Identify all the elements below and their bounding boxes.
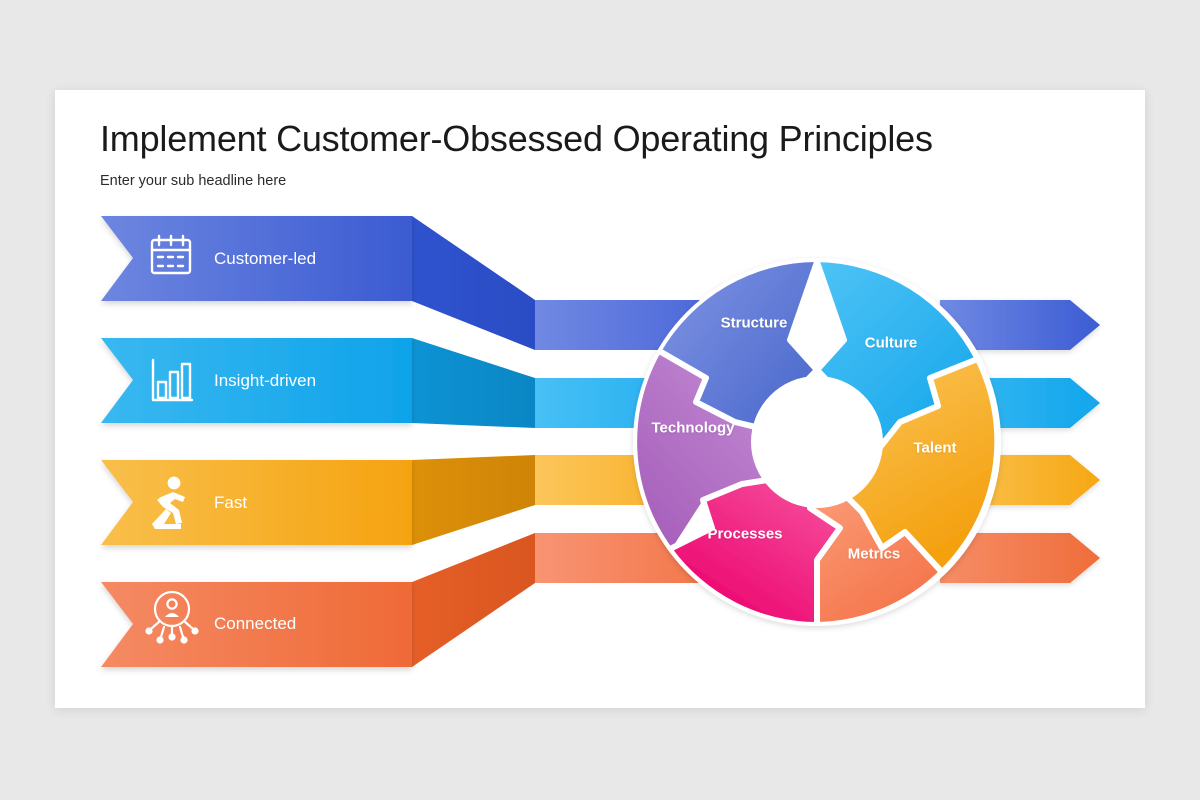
- right-arrow-1[interactable]: [940, 300, 1100, 350]
- left-ribbon-group: [101, 216, 412, 667]
- connector-1-band: [535, 300, 700, 350]
- connector-2-fold: [412, 338, 535, 428]
- calendar-icon: [150, 234, 192, 275]
- wheel-segment-metrics[interactable]: [810, 470, 940, 622]
- wheel-segment-talent[interactable]: [817, 360, 995, 570]
- wheel-segment-technology[interactable]: [637, 352, 817, 548]
- connector-4-band: [535, 533, 700, 583]
- connected-users-icon: [145, 590, 199, 644]
- connector-3-fold: [412, 455, 535, 545]
- connector-1: [412, 216, 700, 350]
- right-arrow-4[interactable]: [940, 533, 1100, 583]
- connector-4-fold: [412, 533, 535, 667]
- left-ribbon-fast[interactable]: [101, 460, 412, 545]
- connector-4: [412, 533, 700, 667]
- left-ribbon-connected[interactable]: [101, 582, 412, 667]
- left-ribbon-customer-led[interactable]: [101, 216, 412, 301]
- running-person-icon: [152, 476, 185, 529]
- wheel: [633, 258, 1001, 626]
- wheel-hub: [751, 376, 883, 508]
- connector-1-fold: [412, 216, 535, 350]
- left-ribbon-insight-driven[interactable]: [101, 338, 412, 423]
- bar-chart-icon: [151, 358, 194, 402]
